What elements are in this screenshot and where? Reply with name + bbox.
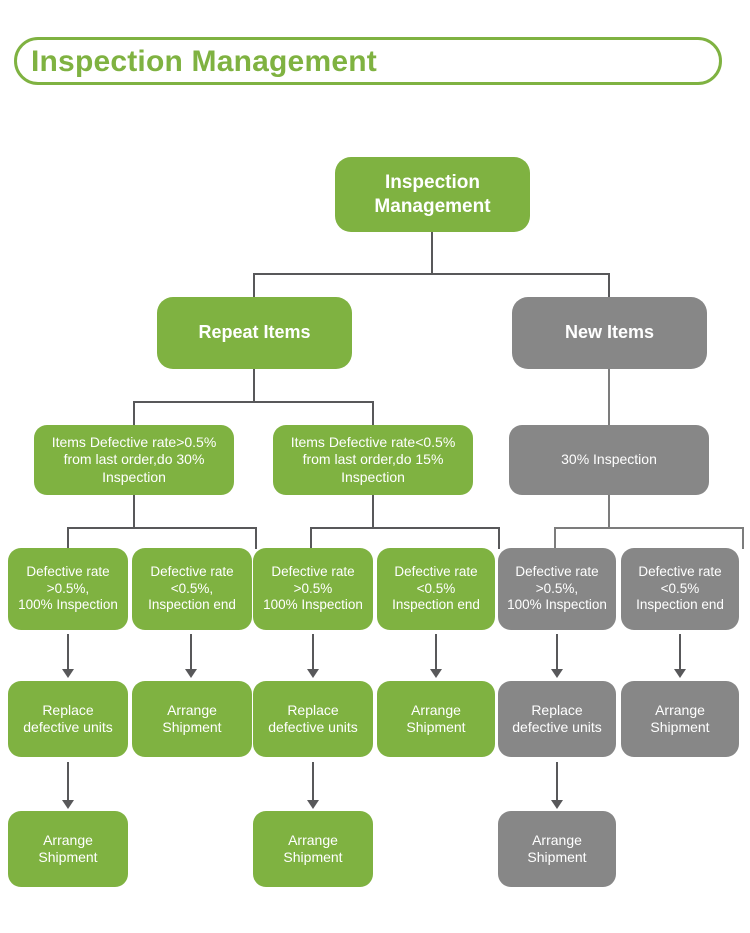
node-l5-col3[interactable]: Replace defective units	[253, 681, 373, 757]
node-l6-col1[interactable]: Arrange Shipment	[8, 811, 128, 887]
node-repeat-low-defect[interactable]: Items Defective rate<0.5% from last orde…	[273, 425, 473, 495]
node-new-items[interactable]: New Items	[512, 297, 707, 369]
arrow-l4-l5-col6	[674, 634, 686, 678]
connector-l3a-drop-right	[255, 527, 257, 549]
node-l6-col3[interactable]: Arrange Shipment	[253, 811, 373, 887]
arrow-l5-l6-col3	[307, 762, 319, 810]
connector-new-items-stem	[608, 369, 610, 426]
node-l5-col1[interactable]: Replace defective units	[8, 681, 128, 757]
connector-l3b-drop-right	[498, 527, 500, 549]
node-new-items-30-inspection[interactable]: 30% Inspection	[509, 425, 709, 495]
arrow-l4-l5-col5	[551, 634, 563, 678]
connector-root-bar	[253, 273, 610, 275]
connector-repeat-bar	[133, 401, 374, 403]
node-l5-col5[interactable]: Replace defective units	[498, 681, 616, 757]
connector-l3b-drop-left	[310, 527, 312, 549]
arrow-l4-l5-col4	[430, 634, 442, 678]
node-l4-col2[interactable]: Defective rate <0.5%, Inspection end	[132, 548, 252, 630]
node-l4-col6[interactable]: Defective rate <0.5% Inspection end	[621, 548, 739, 630]
connector-repeat-stem	[253, 369, 255, 402]
connector-root-drop-left	[253, 273, 255, 299]
arrow-l4-l5-col3	[307, 634, 319, 678]
connector-l3b-bar	[310, 527, 500, 529]
connector-repeat-drop-right	[372, 401, 374, 426]
connector-l3c-drop-right	[742, 527, 744, 549]
connector-repeat-drop-left	[133, 401, 135, 426]
connector-l3a-drop-left	[67, 527, 69, 549]
connector-l3c-stem	[608, 495, 610, 528]
node-l5-col4[interactable]: Arrange Shipment	[377, 681, 495, 757]
node-l4-col1[interactable]: Defective rate >0.5%, 100% Inspection	[8, 548, 128, 630]
title-banner	[14, 37, 722, 85]
connector-l3b-stem	[372, 495, 374, 528]
node-l6-col5[interactable]: Arrange Shipment	[498, 811, 616, 887]
node-l5-col6[interactable]: Arrange Shipment	[621, 681, 739, 757]
connector-root-stem	[431, 232, 433, 274]
arrow-l4-l5-col2	[185, 634, 197, 678]
node-inspection-management[interactable]: Inspection Management	[335, 157, 530, 232]
node-repeat-high-defect[interactable]: Items Defective rate>0.5% from last orde…	[34, 425, 234, 495]
connector-l3c-bar	[554, 527, 744, 529]
connector-l3c-drop-left	[554, 527, 556, 549]
arrow-l4-l5-col1	[62, 634, 74, 678]
page-title: Inspection Management	[31, 45, 377, 78]
connector-l3a-stem	[133, 495, 135, 528]
node-l4-col5[interactable]: Defective rate >0.5%, 100% Inspection	[498, 548, 616, 630]
node-repeat-items[interactable]: Repeat Items	[157, 297, 352, 369]
node-l5-col2[interactable]: Arrange Shipment	[132, 681, 252, 757]
node-l4-col3[interactable]: Defective rate >0.5% 100% Inspection	[253, 548, 373, 630]
connector-root-drop-right	[608, 273, 610, 299]
node-l4-col4[interactable]: Defective rate <0.5% Inspection end	[377, 548, 495, 630]
arrow-l5-l6-col1	[62, 762, 74, 810]
connector-l3a-bar	[67, 527, 257, 529]
arrow-l5-l6-col5	[551, 762, 563, 810]
